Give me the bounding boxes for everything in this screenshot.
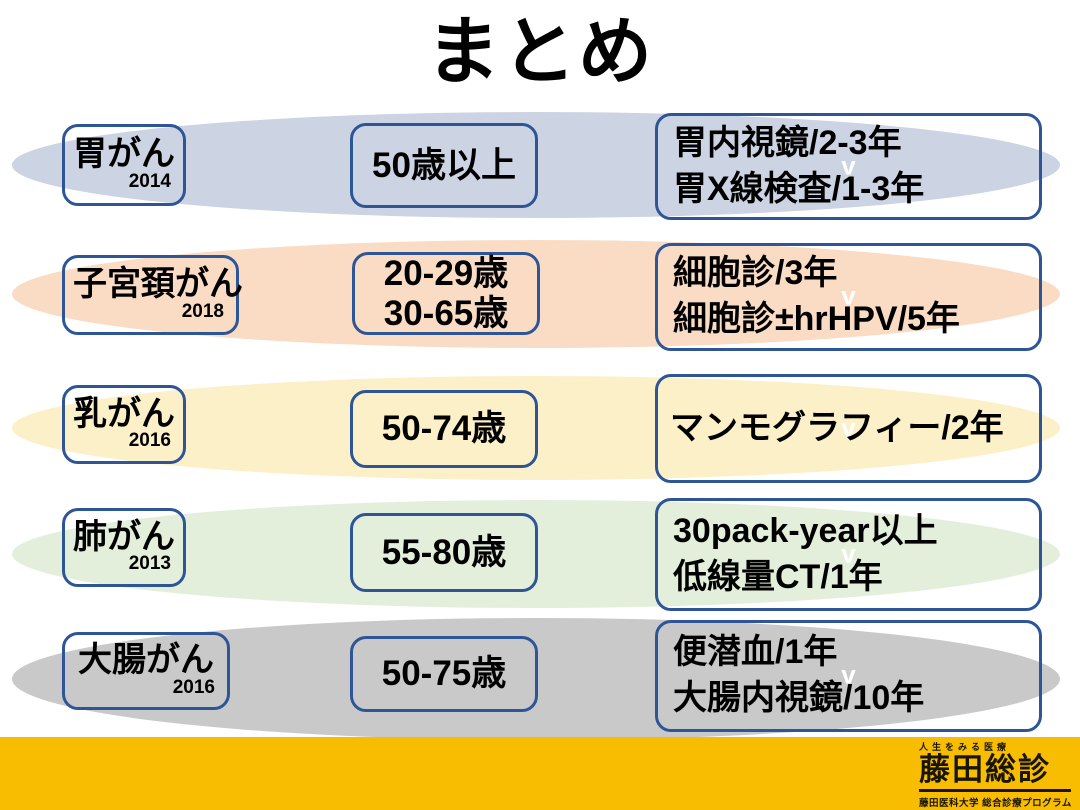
age-range: 50-74歳	[381, 409, 507, 449]
footer-bar: 人生をみる医療 藤田総診 藤田医科大学 総合診療プログラム	[0, 737, 1080, 810]
cancer-box: 子宮頚がん 2018	[62, 255, 243, 335]
cancer-box: 大腸がん 2016	[62, 632, 230, 710]
cancer-box: 肺がん 2013	[62, 508, 186, 587]
age-box: 20-29歳 30-65歳	[352, 252, 540, 335]
chevron-down-icon: v	[841, 149, 856, 180]
method-box: v 胃内視鏡/2-3年 胃X線検査/1-3年	[655, 113, 1042, 220]
method-line: 30pack-year以上	[673, 511, 938, 550]
logo-tagline: 人生をみる医療	[919, 742, 1011, 752]
chevron-down-icon: v	[841, 411, 856, 442]
method-lines: 30pack-year以上 低線量CT/1年	[658, 509, 938, 600]
age-range: 50歳以上	[372, 145, 516, 185]
chevron-down-icon: v	[841, 280, 856, 311]
cancer-name: 胃がん	[73, 135, 175, 174]
chevron-down-icon: v	[841, 537, 856, 568]
guideline-year: 2016	[128, 430, 171, 452]
method-lines: 細胞診/3年 細胞診±hrHPV/5年	[658, 251, 960, 342]
cancer-name: 乳がん	[73, 394, 175, 433]
method-lines: マンモグラフィー/2年	[658, 406, 1004, 452]
cancer-name: 肺がん	[73, 517, 175, 556]
method-line: 低線量CT/1年	[673, 557, 883, 596]
cancer-box: 乳がん 2016	[62, 385, 186, 464]
age-box: 50-74歳	[350, 390, 538, 468]
method-line: 胃内視鏡/2-3年	[673, 123, 902, 162]
method-box: v 細胞診/3年 細胞診±hrHPV/5年	[655, 243, 1042, 351]
method-box: v 30pack-year以上 低線量CT/1年	[655, 498, 1042, 611]
age-range: 20-29歳	[383, 253, 509, 293]
age-range: 55-80歳	[381, 532, 507, 572]
method-box: v 便潜血/1年 大腸内視鏡/10年	[655, 620, 1042, 732]
logo-divider	[919, 789, 1071, 793]
method-box: v マンモグラフィー/2年	[655, 374, 1042, 483]
method-lines: 胃内視鏡/2-3年 胃X線検査/1-3年	[658, 121, 924, 212]
method-lines: 便潜血/1年 大腸内視鏡/10年	[658, 630, 924, 721]
guideline-year: 2016	[172, 676, 215, 698]
fujita-logo: 人生をみる医療 藤田総診 藤田医科大学 総合診療プログラム	[919, 740, 1071, 809]
cancer-name: 大腸がん	[78, 641, 214, 680]
guideline-year: 2014	[128, 170, 171, 192]
method-line: 便潜血/1年	[673, 633, 838, 672]
cancer-box: 胃がん 2014	[62, 124, 186, 206]
age-box: 50-75歳	[350, 636, 538, 712]
age-range: 30-65歳	[383, 293, 509, 333]
age-box: 55-80歳	[350, 513, 538, 592]
page-title: まとめ	[426, 10, 654, 93]
method-line: マンモグラフィー/2年	[670, 408, 1004, 447]
method-line: 大腸内視鏡/10年	[673, 679, 925, 717]
method-line: 細胞診±hrHPV/5年	[673, 300, 960, 338]
method-line: 細胞診/3年	[673, 254, 838, 293]
method-line: 胃X線検査/1-3年	[673, 169, 925, 208]
logo-name: 藤田総診	[919, 752, 1051, 787]
cancer-name: 子宮頚がん	[73, 265, 243, 304]
age-range: 50-75歳	[381, 654, 507, 694]
guideline-year: 2013	[128, 553, 171, 575]
logo-subtitle: 藤田医科大学 総合診療プログラム	[919, 798, 1072, 810]
guideline-year: 2018	[181, 300, 224, 322]
age-box: 50歳以上	[350, 123, 538, 208]
chevron-down-icon: v	[841, 659, 856, 690]
